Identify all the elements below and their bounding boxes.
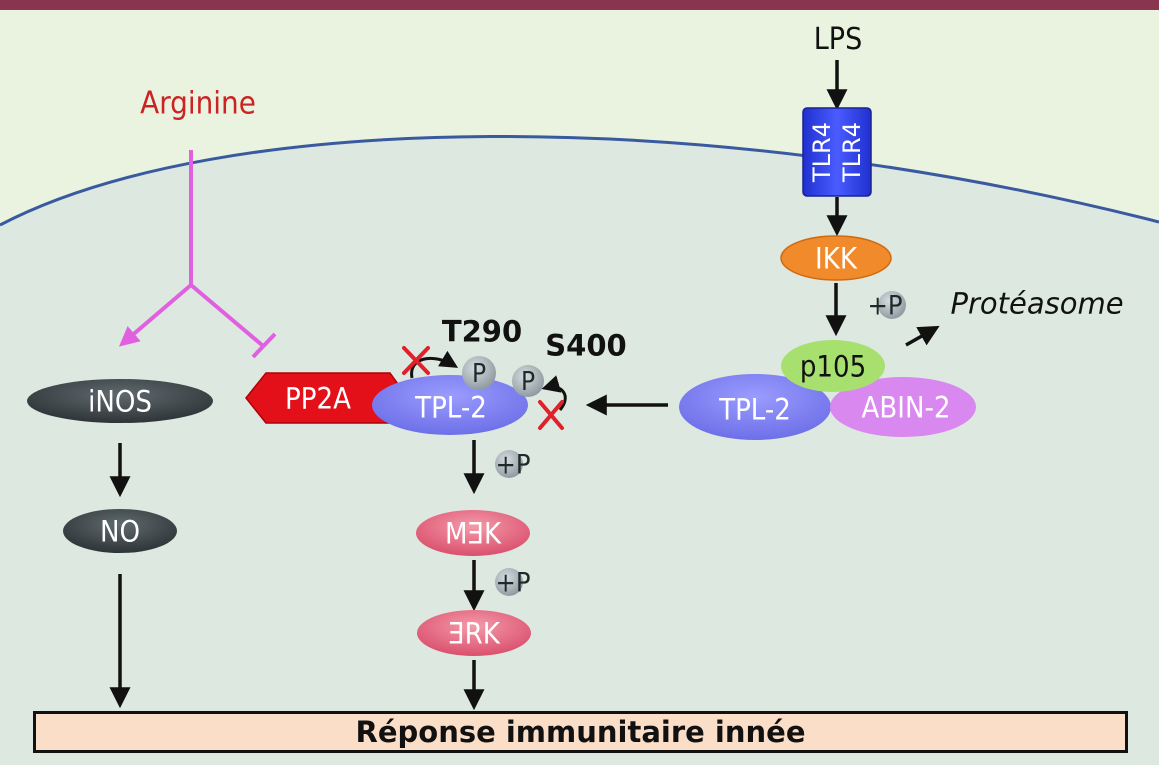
tpl2-complex-node [679,374,831,440]
plus-p-mek-label: +P [495,567,531,599]
cell-membrane [0,134,1159,227]
response-label: Réponse immunitaire innée [355,715,806,749]
mek-node [416,510,530,556]
phospho-ball-mek [495,568,523,596]
tpl2-complex-label: TPL-2 [719,392,791,427]
abin2-label: ABIN-2 [861,390,951,425]
inhibit-x-s400 [538,400,564,430]
plus-p-ikk-label: +P [867,290,903,322]
mek-label: MƎK [444,516,502,551]
tlr4-receptor [802,107,872,197]
abin2-node [830,377,976,437]
arginine-label: Arginine [140,85,256,122]
p105-node [781,340,885,392]
plus-p-tpl2-label: +P [495,449,531,481]
tpl2-main-label: TPL-2 [415,390,487,425]
s400-label: S400 [545,328,627,363]
no-node [63,509,177,553]
ikk-label: IKK [815,241,857,276]
p-s400-label: P [520,367,536,397]
inos-node [27,379,213,423]
tlr4-label-b: TLR4 [838,122,866,182]
phospho-ball-tpl2 [495,450,523,478]
inhibit-x-t290 [402,346,430,375]
curve-arrow-t290 [410,350,459,379]
proteasome-label: Protéasome [950,286,1124,321]
curve-arrow-s400 [541,375,567,411]
phospho-ball-t290 [462,356,496,390]
erk-label: ƎRK [448,616,500,651]
top-bar [0,0,1159,10]
phospho-ball-s400 [512,365,544,397]
inos-label: iNOS [88,384,152,419]
p-t290-label: P [471,359,487,389]
ikk-node [780,235,892,281]
t290-label: T290 [441,314,523,349]
arginine-pathway [118,150,277,359]
tpl2-main-node [372,375,528,435]
innate-immune-response-bar: Réponse immunitaire innée [33,711,1128,753]
erk-node [417,610,531,656]
arrow-proteasome [905,325,940,347]
cytoplasm [0,136,1159,765]
no-label: NO [99,514,141,549]
p105-label: p105 [799,349,867,384]
lps-label: LPS [813,22,863,57]
phospho-ball-ikk [878,291,906,319]
tlr4-label-a: TLR4 [808,122,836,182]
pp2a-label: PP2A [285,381,351,416]
